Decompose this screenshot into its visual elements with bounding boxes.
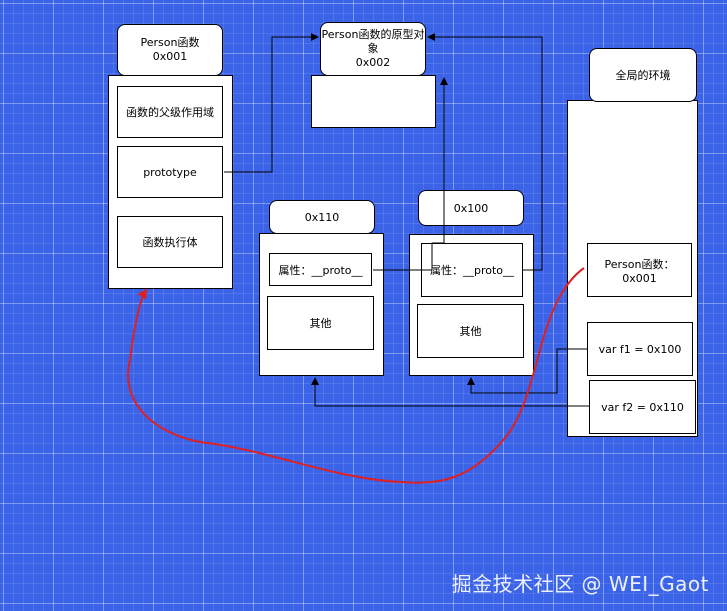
prototype-object-body bbox=[311, 75, 436, 128]
parent-scope-field: 函数的父级作用域 bbox=[117, 86, 223, 138]
annotation-person-binding-to-function bbox=[127, 267, 585, 484]
object-100-header: 0x100 bbox=[418, 190, 524, 226]
function-body-label: 函数执行体 bbox=[142, 236, 198, 249]
object-110-address: 0x110 bbox=[304, 210, 340, 224]
link-100-proto-right-to-proto-object bbox=[427, 33, 543, 271]
global-f1-binding-label: var f1 = 0x100 bbox=[598, 342, 682, 356]
prototype-field: prototype bbox=[117, 146, 223, 198]
object-100-other-field: 其他 bbox=[417, 304, 524, 358]
person-function-header: Person函数 0x001 bbox=[117, 24, 223, 76]
global-f2-binding: var f2 = 0x110 bbox=[589, 380, 696, 434]
link-f1-to-object-100 bbox=[467, 348, 587, 394]
object-100-proto-field: 属性：__proto__ bbox=[421, 243, 523, 297]
prototype-object-title: Person函数的原型对 bbox=[321, 28, 425, 41]
object-100-address: 0x100 bbox=[453, 201, 489, 215]
global-person-binding-label: Person函数：0x001 bbox=[604, 257, 675, 285]
prototype-object-address: 0x002 bbox=[355, 56, 391, 69]
object-110-other-label: 其他 bbox=[309, 317, 332, 330]
object-110-proto-label: 属性：__proto__ bbox=[278, 263, 363, 277]
prototype-object-title-cont: 象 bbox=[367, 42, 379, 55]
person-function-title: Person函数 bbox=[140, 36, 200, 49]
global-person-binding: Person函数：0x001 bbox=[587, 243, 692, 297]
object-100-other-label: 其他 bbox=[459, 325, 482, 338]
link-f2-to-object-110 bbox=[311, 377, 589, 407]
object-110-proto-field: 属性：__proto__ bbox=[269, 253, 372, 286]
global-f2-binding-label: var f2 = 0x110 bbox=[601, 400, 684, 414]
person-function-address: 0x001 bbox=[152, 50, 188, 63]
prototype-object-header: Person函数的原型对 象 0x002 bbox=[320, 22, 426, 76]
watermark: 掘金技术社区 @ WEI_Gaot bbox=[451, 572, 709, 596]
object-110-header: 0x110 bbox=[269, 200, 375, 234]
global-f1-binding: var f1 = 0x100 bbox=[587, 322, 693, 376]
object-100-proto-label: 属性：__proto__ bbox=[429, 264, 515, 277]
link-prototype-to-proto-object bbox=[224, 33, 319, 173]
prototype-label: prototype bbox=[143, 165, 197, 179]
object-110-other-field: 其他 bbox=[267, 296, 374, 350]
function-body-field: 函数执行体 bbox=[117, 216, 223, 268]
global-env-title: 全局的环境 bbox=[615, 69, 671, 82]
global-env-header: 全局的环境 bbox=[589, 48, 697, 102]
link-100-proto-to-proto-object bbox=[431, 77, 448, 270]
parent-scope-label: 函数的父级作用域 bbox=[126, 106, 214, 119]
